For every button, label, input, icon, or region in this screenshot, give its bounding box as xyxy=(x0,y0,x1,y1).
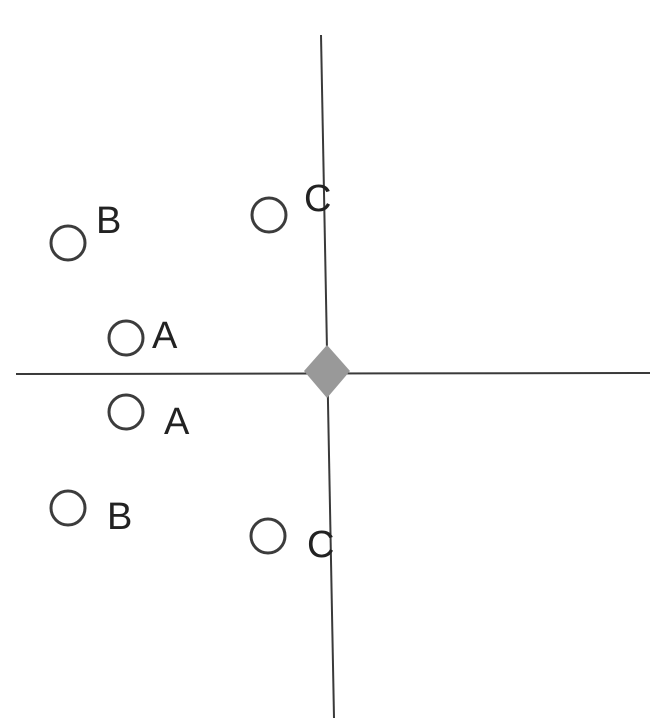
point-marker-circle xyxy=(250,196,288,234)
point-label: C xyxy=(307,524,334,566)
point-label: C xyxy=(304,178,331,220)
point-marker-circle xyxy=(49,489,87,527)
point-c-upper: C xyxy=(250,178,331,234)
point-a-upper: A xyxy=(107,315,178,357)
point-c-lower: C xyxy=(249,517,334,566)
point-marker-circle xyxy=(249,517,287,555)
center-diamond-icon xyxy=(304,345,350,398)
point-marker-circle xyxy=(107,393,145,431)
point-b-upper: B xyxy=(49,200,121,262)
point-label: B xyxy=(107,496,132,538)
point-marker-circle xyxy=(107,319,145,357)
point-label: A xyxy=(164,401,190,443)
point-a-lower: A xyxy=(107,393,190,443)
point-label: A xyxy=(152,315,178,357)
point-b-lower: B xyxy=(49,489,132,538)
point-label: B xyxy=(96,200,121,242)
point-marker-circle xyxy=(49,224,87,262)
